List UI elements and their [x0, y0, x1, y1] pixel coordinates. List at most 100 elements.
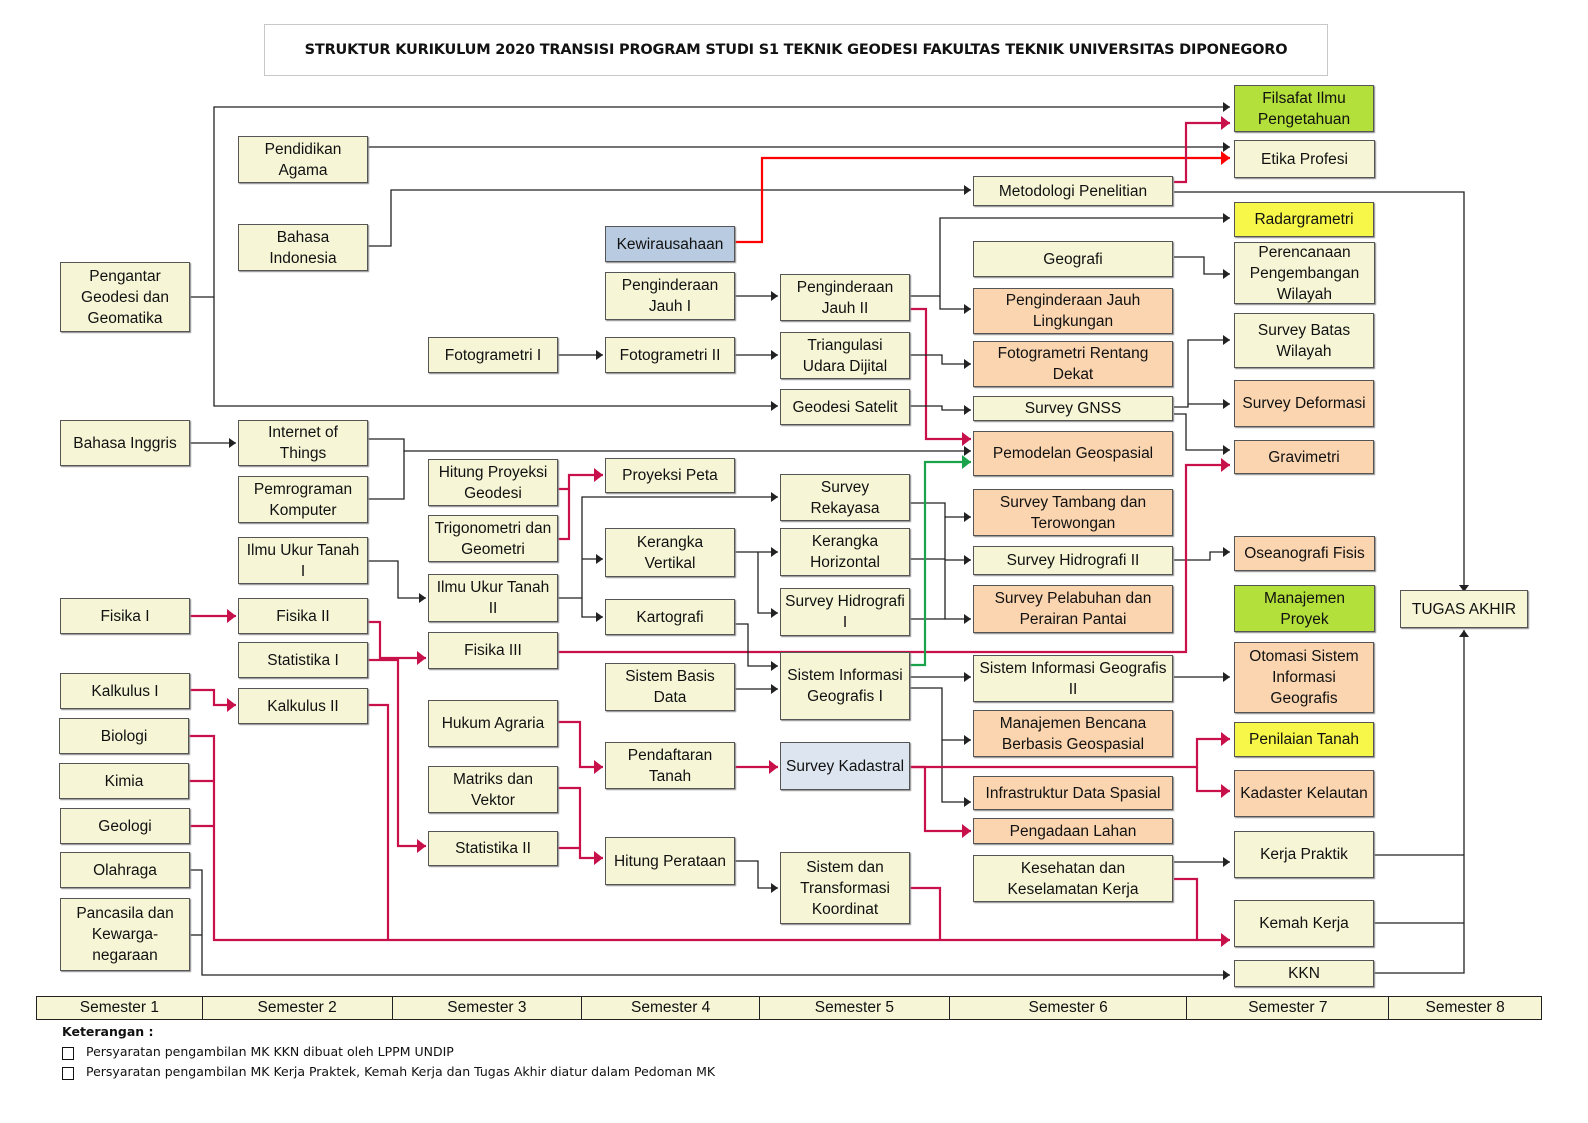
prerequisite-line-hagr-pdft: [558, 720, 603, 769]
course-label: KKN: [1288, 965, 1320, 982]
course-label: Survey Kadastral: [785, 757, 905, 775]
course-node-pjl: Penginderaan Jauh Lingkungan: [973, 288, 1173, 334]
course-label: Bahasa Indonesia: [269, 228, 337, 267]
course-label: Fisika I: [100, 607, 150, 625]
arrowhead-icon: [1223, 269, 1230, 279]
course-label: Kewirausahaan: [616, 235, 724, 253]
prerequisite-line-kwu-etika: [735, 156, 1230, 244]
course-label: Perencanaan Pengembangan Wilayah: [1249, 243, 1360, 303]
semester-label: Semester 4: [582, 997, 761, 1019]
arrowhead-icon: [1221, 784, 1230, 798]
prerequisite-line-sig1-pgeo: [910, 460, 971, 667]
arrowhead-icon: [227, 698, 236, 712]
course-node-stat1: Statistika I: [238, 642, 368, 678]
course-label: Filsafat Ilmu Pengetahuan: [1257, 89, 1351, 128]
arrowhead-icon: [964, 185, 971, 195]
arrowhead-icon: [964, 512, 971, 522]
course-node-hpg: Hitung Proyeksi Geodesi: [428, 459, 558, 506]
legend-title: Keterangan :: [62, 1024, 154, 1039]
course-node-kp: Kerja Praktik: [1234, 831, 1374, 878]
course-node-foto2: Fotogrametri II: [605, 337, 735, 373]
arrowhead-icon: [964, 614, 971, 624]
course-label: Sistem dan Transformasi Koordinat: [800, 858, 890, 918]
course-node-pdft: Pendaftaran Tanah: [605, 742, 735, 789]
prerequisite-line-khor-stt: [910, 517, 946, 560]
arrowhead-icon: [964, 446, 971, 456]
arrowhead-icon: [1459, 630, 1469, 637]
course-node-kal1: Kalkulus I: [60, 673, 190, 709]
course-label: Kartografi: [636, 608, 704, 626]
course-label: Otomasi Sistem Informasi Geografis: [1249, 648, 1359, 707]
checkbox-icon: [62, 1067, 74, 1080]
course-node-fis3: Fisika III: [428, 632, 558, 669]
course-label: Kalkulus II: [267, 697, 339, 715]
course-label: Fotogrametri II: [619, 346, 721, 364]
course-node-geol: Geologi: [60, 808, 190, 844]
course-node-pnt: Penilaian Tanah: [1234, 722, 1374, 757]
arrowhead-icon: [964, 672, 971, 682]
prerequisite-line-skad-pnt: [910, 737, 1230, 769]
arrowhead-icon: [229, 438, 236, 448]
course-label: Penilaian Tanah: [1248, 731, 1360, 748]
course-label: Hukum Agraria: [441, 715, 545, 732]
prerequisite-line-pgg-fip: [190, 106, 1230, 298]
course-node-fis1: Fisika I: [60, 598, 190, 634]
prerequisite-line-gsat-sgnss: [910, 405, 971, 411]
semester-label: Semester 3: [393, 997, 583, 1019]
prerequisite-line-pj2-pjl: [939, 296, 971, 310]
diagram-title: STRUKTUR KURIKULUM 2020 TRANSISI PROGRAM…: [264, 24, 1328, 76]
prerequisite-line-hpg-propeta: [558, 473, 603, 491]
arrowhead-icon: [1221, 116, 1230, 130]
prerequisite-line-iut2-karto: [581, 598, 603, 618]
course-label: Trigonometri dan Geometri: [434, 519, 552, 558]
course-label: Kerja Praktik: [1260, 846, 1348, 863]
title-text: STRUKTUR KURIKULUM 2020 TRANSISI PROGRAM…: [304, 42, 1288, 58]
course-node-ta: TUGAS AKHIR: [1400, 590, 1528, 628]
course-label: Survey GNSS: [1024, 400, 1122, 417]
course-label: Biologi: [100, 727, 148, 745]
arrowhead-icon: [417, 651, 426, 665]
arrowhead-icon: [1223, 142, 1230, 152]
course-label: Fotogrametri Rentang Dekat: [997, 345, 1149, 383]
course-node-panc: Pancasila dan Kewarga-negaraan: [60, 898, 190, 971]
semester-label: Semester 1: [37, 997, 203, 1019]
course-label: Survey Tambang dan Terowongan: [999, 493, 1147, 532]
semester-label: Semester 5: [760, 997, 950, 1019]
course-label: Infrastruktur Data Spasial: [985, 784, 1161, 802]
course-label: Kerangka Vertikal: [636, 533, 704, 572]
legend: Keterangan : Persyaratan pengambilan MK …: [62, 1024, 715, 1083]
course-label: Survey Batas Wilayah: [1257, 321, 1351, 360]
prerequisite-line-iot-pgeo: [368, 438, 971, 452]
course-label: Sistem Informasi Geografis I: [787, 667, 903, 705]
prerequisite-line-stk-kk: [910, 886, 942, 940]
arrowhead-icon: [1223, 672, 1230, 682]
arrowhead-icon: [1221, 458, 1230, 472]
course-node-karto: Kartografi: [605, 599, 735, 635]
prerequisite-line-matv-hper: [558, 786, 603, 860]
course-node-iut2: Ilmu Ukur Tanah II: [428, 574, 558, 622]
course-node-foto1: Fotogrametri I: [428, 337, 558, 373]
semester-label: Semester 7: [1187, 997, 1390, 1019]
course-label: Kadaster Kelautan: [1240, 785, 1368, 802]
course-label: Statistika II: [455, 840, 531, 857]
prerequisite-line-kkn-ta: [1374, 630, 1465, 974]
legend-item-text: Persyaratan pengambilan MK KKN dibuat ol…: [86, 1044, 454, 1059]
course-node-pgeo: Pemodelan Geospasial: [973, 431, 1173, 476]
course-label: Survey Deformasi: [1242, 395, 1366, 412]
course-label: Statistika I: [267, 651, 339, 669]
course-label: Pancasila dan Kewarga-negaraan: [76, 905, 174, 964]
course-node-k3: Kesehatan dan Keselamatan Kerja: [973, 855, 1173, 902]
prerequisite-line-kal1-kal2: [190, 688, 236, 707]
course-node-pgg: Pengantar Geodesi dan Geomatika: [60, 262, 190, 332]
course-label: Triangulasi Udara Dijital: [802, 336, 888, 375]
course-node-osig: Otomasi Sistem Informasi Geografis: [1234, 642, 1374, 713]
course-node-pkom: Pemrograman Komputer: [238, 476, 368, 523]
arrowhead-icon: [1223, 547, 1230, 557]
course-label: Kesehatan dan Keselamatan Kerja: [1007, 859, 1139, 898]
course-node-mbbg: Manajemen Bencana Berbasis Geospasial: [973, 710, 1173, 757]
legend-item: Persyaratan pengambilan MK KKN dibuat ol…: [62, 1043, 715, 1060]
course-label: Ilmu Ukur Tanah II: [436, 579, 550, 617]
course-label: Survey Hidrografi II: [1006, 552, 1140, 569]
course-label: Survey Rekayasa: [810, 478, 880, 517]
course-node-grav: Gravimetri: [1234, 440, 1374, 474]
